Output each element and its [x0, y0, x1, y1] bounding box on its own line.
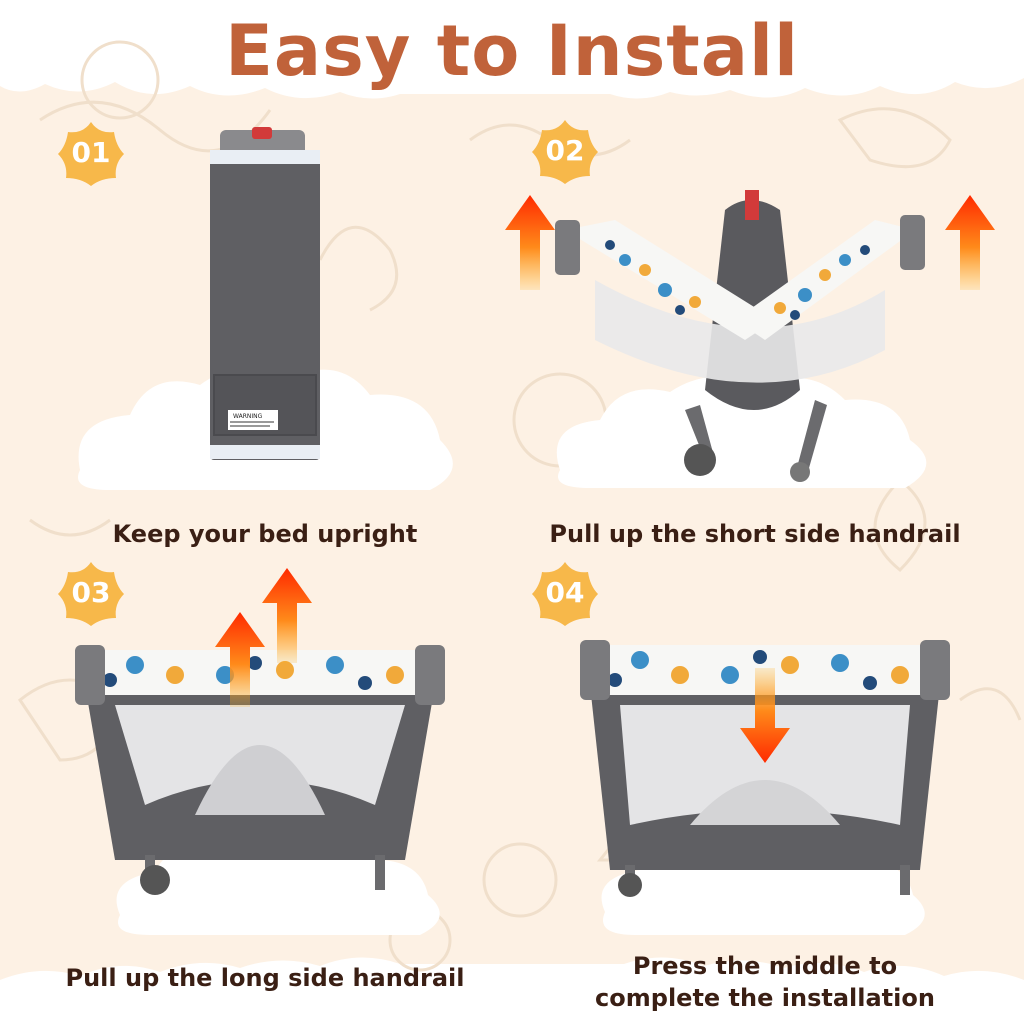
arrow-up-icon [505, 195, 555, 290]
arrow-down-icon [740, 668, 790, 763]
folded-playard-image: WARNING [200, 125, 330, 470]
warning-label: WARNING [233, 413, 263, 420]
step-04-caption: Press the middle to complete the install… [560, 950, 970, 1014]
step-number: 02 [545, 134, 585, 167]
star-badge-icon [58, 562, 124, 626]
step-number: 03 [71, 576, 111, 609]
long-side-raise-image [75, 635, 445, 900]
step-number: 01 [71, 136, 111, 169]
short-side-raise-image [555, 190, 945, 485]
step-04-caption-line1: Press the middle to [632, 952, 898, 980]
star-badge-icon [58, 122, 124, 186]
star-badge-icon [532, 562, 598, 626]
step-badge-01: 01 [56, 118, 126, 188]
arrow-up-icon [262, 568, 312, 663]
star-badge-icon [532, 120, 598, 184]
press-middle-image [580, 635, 950, 900]
step-badge-03: 03 [56, 558, 126, 628]
step-01-caption: Keep your bed upright [112, 520, 418, 548]
arrow-up-icon [945, 195, 995, 290]
step-04-caption-line2: complete the installation [595, 984, 935, 1012]
step-03-caption: Pull up the long side handrail [65, 964, 465, 992]
arrow-up-icon [215, 612, 265, 707]
page-title: Easy to Install [225, 10, 799, 92]
step-number: 04 [545, 576, 585, 609]
step-badge-04: 04 [530, 558, 600, 628]
step-badge-02: 02 [530, 116, 600, 186]
step-02-caption: Pull up the short side handrail [549, 520, 961, 548]
